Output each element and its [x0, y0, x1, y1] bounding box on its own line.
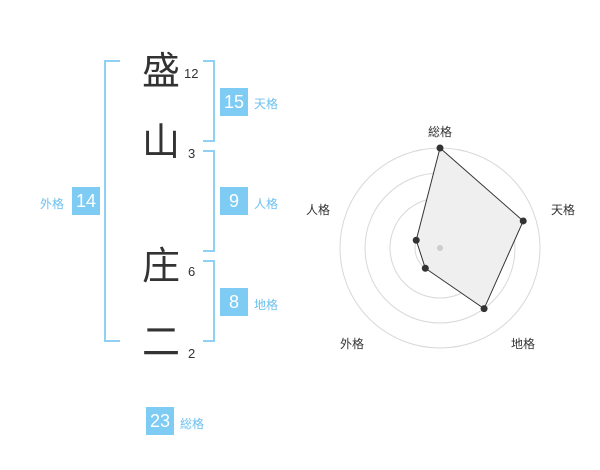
jinkaku-value: 9 [220, 187, 248, 215]
radar-point-4 [412, 236, 420, 244]
tenkaku-value: 15 [220, 88, 248, 116]
soukaku-label: 総格 [180, 417, 205, 431]
tenkaku-bracket [203, 60, 215, 142]
stroke-count-3: 6 [188, 264, 196, 279]
radar-axis-tenkaku: 天格 [551, 203, 576, 217]
stroke-count-4: 2 [188, 346, 196, 361]
gaikaku-label: 外格 [40, 197, 65, 211]
radar-point-3 [421, 264, 429, 272]
radar-axis-soukaku: 総格 [428, 125, 453, 139]
stroke-count-2: 3 [188, 146, 196, 161]
radar-area [415, 147, 524, 310]
radar-axis-chikaku: 地格 [511, 337, 536, 351]
radar-point-2 [480, 305, 488, 313]
jinkaku-label: 人格 [254, 197, 279, 211]
name-char-4: 二 [141, 320, 180, 364]
jinkaku-bracket [203, 150, 215, 252]
radar-center [437, 245, 443, 251]
name-char-1: 盛 [141, 49, 180, 93]
tenkaku-label: 天格 [254, 97, 279, 111]
name-char-3: 庄 [141, 244, 180, 288]
gaikaku-value: 14 [72, 187, 100, 215]
radar-point-1 [519, 217, 527, 225]
gaikaku-bracket [104, 60, 120, 342]
stroke-count-1: 12 [184, 66, 199, 81]
radar-axis-jinkaku: 人格 [306, 203, 331, 217]
radar-axis-gaikaku: 外格 [340, 337, 365, 351]
radar-point-0 [436, 144, 444, 152]
name-char-2: 山 [141, 120, 180, 164]
chikaku-bracket [203, 260, 215, 342]
chikaku-label: 地格 [254, 298, 279, 312]
soukaku-value: 23 [146, 407, 174, 435]
chikaku-value: 8 [220, 288, 248, 316]
